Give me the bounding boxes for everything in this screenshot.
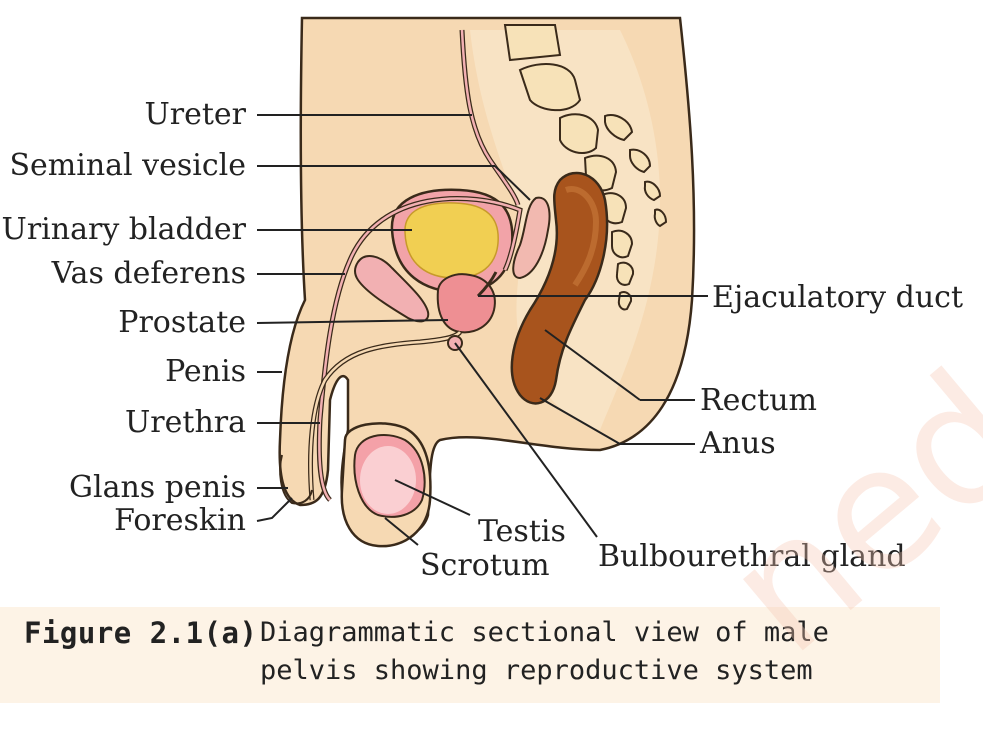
label-rectum: Rectum	[700, 383, 817, 418]
caption-text: Diagrammatic sectional view of male pelv…	[260, 617, 829, 686]
label-urethra: Urethra	[125, 405, 246, 440]
spine	[503, 24, 668, 311]
ejaculatory-duct	[476, 271, 498, 298]
label-glans-penis: Glans penis	[69, 470, 246, 505]
label-testis: Testis	[478, 514, 566, 549]
glans-penis	[279, 454, 313, 505]
label-penis: Penis	[165, 354, 246, 389]
label-foreskin: Foreskin	[114, 503, 246, 538]
seminal-vesicle	[512, 196, 551, 280]
leader-lines	[256, 114, 708, 546]
label-bulbourethral-gland: Bulbourethral gland	[598, 539, 906, 574]
caption-box	[0, 607, 940, 703]
label-prostate: Prostate	[118, 305, 246, 340]
label-anus: Anus	[699, 426, 776, 461]
testis-highlight	[360, 446, 416, 514]
bladder-lumen	[404, 202, 499, 279]
rectum-highlight	[564, 186, 600, 287]
figure-caption: Figure 2.1(a) Diagrammatic sectional vie…	[24, 614, 934, 686]
label-vas-deferens: Vas deferens	[51, 256, 246, 291]
label-seminal-vesicle: Seminal vesicle	[9, 148, 246, 183]
label-ejaculatory-duct: Ejaculatory duct	[712, 280, 963, 315]
label-urinary-bladder: Urinary bladder	[2, 212, 247, 247]
label-ureter: Ureter	[144, 97, 246, 132]
figure-number: Figure 2.1(a)	[24, 616, 258, 650]
prostate	[436, 273, 496, 334]
label-scrotum: Scrotum	[420, 548, 550, 583]
rectum	[510, 171, 609, 405]
